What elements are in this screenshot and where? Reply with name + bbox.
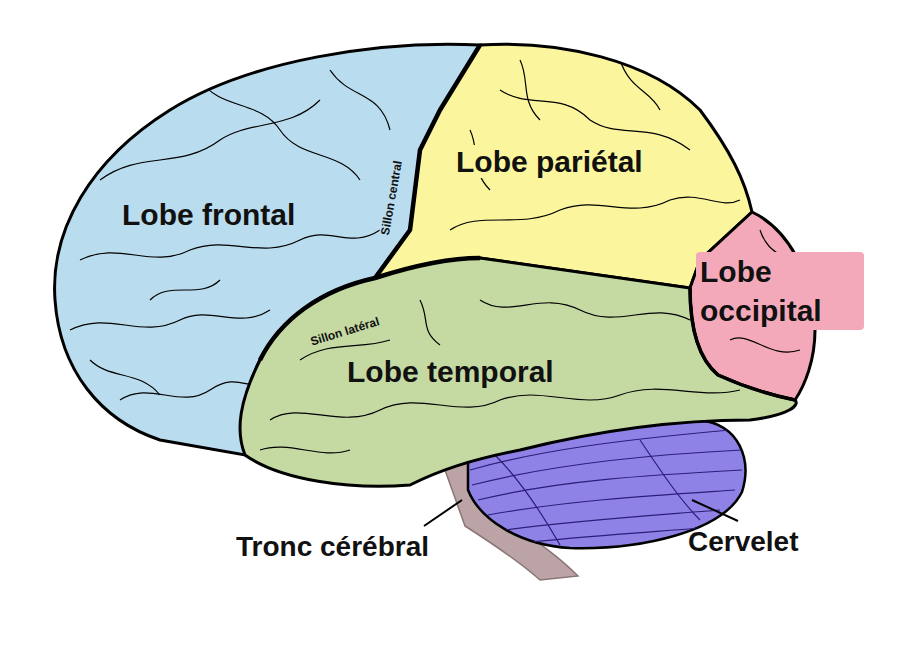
lateral-sulcus: [260, 258, 480, 360]
lobe-label: Lobe frontal: [118, 198, 299, 231]
parietal-temporal-boundary: [480, 258, 690, 288]
leader-line: [692, 500, 738, 521]
parietal-lobe: [375, 44, 752, 288]
structure-label: Cervelet: [684, 527, 803, 558]
lobe-label: Lobe temporal: [343, 355, 558, 388]
lobe-label: Lobe occipital: [696, 252, 864, 330]
leader-line: [424, 500, 462, 526]
lobe-label: Lobe pariétal: [452, 145, 647, 178]
structure-label: Tronc cérébral: [232, 532, 433, 563]
